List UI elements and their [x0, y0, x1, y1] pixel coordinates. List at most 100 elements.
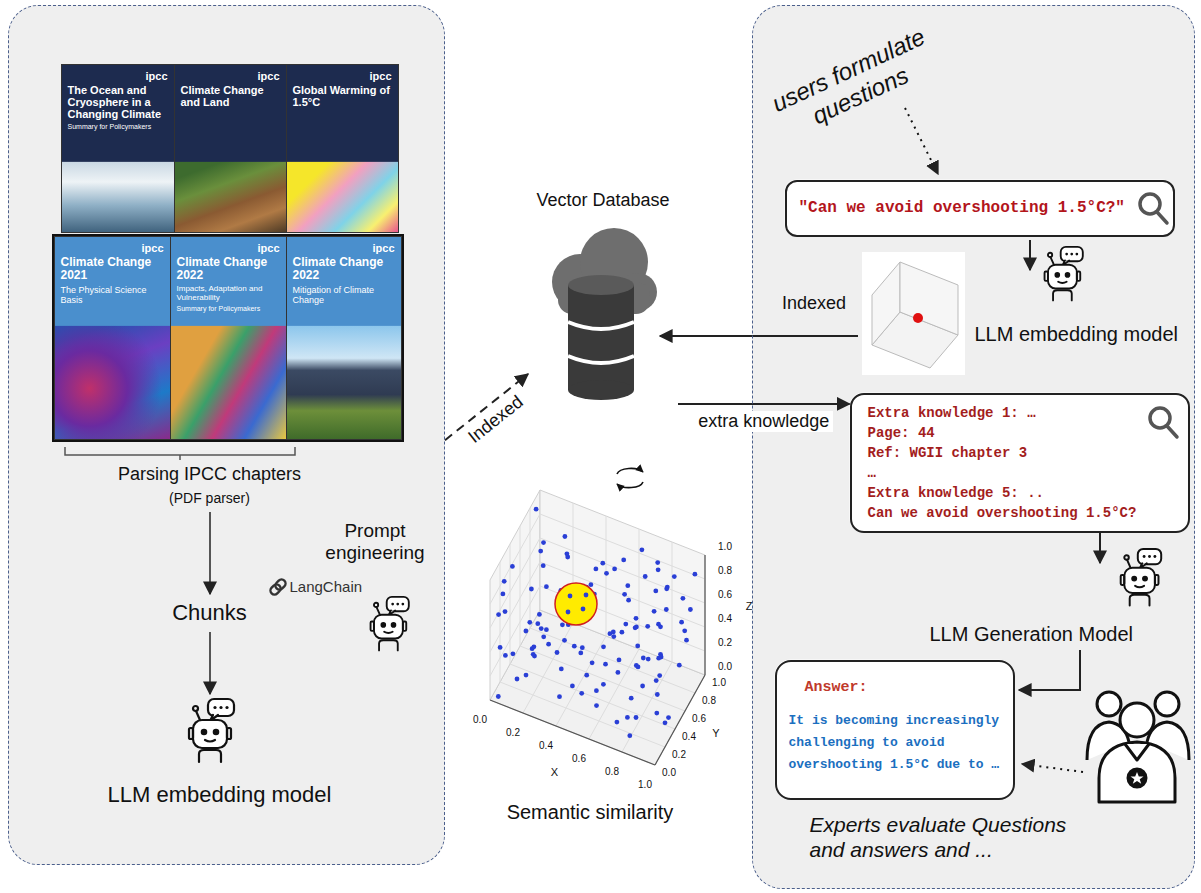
rotate-icon-part	[617, 482, 643, 488]
data-point	[655, 692, 660, 697]
data-point	[666, 715, 671, 720]
data-point	[656, 567, 661, 572]
experts-icon	[1087, 692, 1189, 802]
cover-title: The Ocean and Cryosphere in a Changing C…	[68, 84, 168, 121]
plot-grid	[500, 682, 665, 747]
data-point	[584, 673, 589, 678]
data-point	[646, 657, 651, 662]
data-point	[693, 572, 698, 577]
axis-tick: 0.0	[711, 661, 739, 673]
plot-grid	[672, 542, 673, 662]
dotted-arrow	[905, 108, 938, 174]
axis-tick: 0.6	[685, 713, 713, 725]
data-point	[629, 696, 634, 701]
data-point	[656, 622, 661, 627]
data-point	[625, 715, 630, 720]
context-line: Page: 44	[868, 423, 1148, 443]
data-point	[578, 651, 583, 656]
axis-tick: 0.8	[711, 565, 739, 577]
data-point	[604, 571, 609, 576]
plot-grid	[606, 516, 607, 636]
cover-title: Global Warming of 1.5°C	[293, 84, 392, 109]
database-icon-part	[568, 275, 634, 295]
data-point	[546, 642, 551, 647]
data-point	[565, 555, 570, 560]
cover-logo: ipcc	[181, 70, 280, 82]
data-point	[641, 656, 646, 661]
plot-pane	[540, 490, 705, 675]
data-point	[640, 547, 645, 552]
data-point	[559, 667, 564, 672]
plot-grid	[540, 514, 705, 579]
data-point	[581, 607, 586, 612]
data-point	[622, 592, 627, 597]
index-arrow	[660, 335, 858, 337]
axis-tick: 0.2	[665, 749, 693, 761]
plot-grid	[490, 700, 655, 765]
robot-icon	[1045, 247, 1083, 301]
box-ground	[850, 393, 1190, 533]
plot-grid	[622, 662, 672, 752]
search-icon-part	[1167, 426, 1177, 437]
data-point	[589, 582, 594, 587]
data-point	[501, 592, 506, 597]
expert-note: Experts evaluate Questions and answers a…	[810, 812, 1100, 862]
data-point	[541, 634, 546, 639]
data-point	[580, 645, 585, 650]
data-point	[566, 610, 571, 615]
data-point	[654, 678, 659, 683]
query-box: "Can we avoid overshooting 1.5°C?"	[785, 180, 1175, 237]
rotate-icon-part	[617, 468, 643, 474]
data-point	[503, 653, 508, 658]
robot-icon	[1121, 549, 1162, 606]
query-panel: users formulate questionsLLM embedding m…	[752, 5, 1195, 889]
plot-grid	[639, 529, 640, 649]
cover-logo: ipcc	[293, 242, 395, 254]
database-icon-part	[568, 285, 634, 390]
context-line: Extra knowledge 5: ..	[868, 483, 1148, 503]
data-point	[627, 733, 632, 738]
data-point	[539, 626, 544, 631]
data-point	[679, 620, 684, 625]
axis-tick: 0.4	[675, 731, 703, 743]
cover-title: Climate Change 2021	[61, 256, 164, 283]
axis-tick: 0.2	[711, 637, 739, 649]
data-point	[615, 720, 620, 725]
data-point	[620, 630, 625, 635]
query-plot-part	[862, 252, 965, 375]
data-point	[594, 688, 599, 693]
robot-icon	[189, 699, 234, 762]
axis-tick: 0.4	[711, 613, 739, 625]
data-point	[584, 593, 589, 598]
step-label: Parsing IPCC chapters	[95, 464, 325, 486]
search-icon-part	[1157, 212, 1167, 223]
report-cover: ipccClimate Change 2022Mitigation of Cli…	[287, 237, 401, 439]
arrow-label: Indexed	[782, 293, 846, 315]
figure-caption: Semantic similarity	[490, 800, 690, 824]
plot-grid	[540, 562, 705, 627]
search-icon	[1150, 408, 1177, 437]
plot-grid	[704, 555, 705, 675]
data-point	[625, 583, 630, 588]
axis-tick: 1.0	[631, 779, 659, 791]
data-point	[498, 645, 503, 650]
data-point	[496, 612, 501, 617]
vector-database: Vector Database	[528, 190, 678, 420]
cover-subtitle: The Physical Science Basis	[61, 285, 164, 305]
step-label: Chunks	[150, 600, 270, 626]
data-point	[601, 682, 606, 687]
context-line: Ref: WGII chapter 3	[868, 443, 1148, 463]
edge-label: extra knowledge	[694, 411, 833, 433]
plot-grid	[530, 628, 695, 693]
data-point	[524, 629, 529, 634]
cover-title: Climate Change 2022	[293, 256, 395, 283]
data-point	[496, 694, 501, 699]
data-point	[664, 607, 669, 612]
axis-tick: 0.0	[466, 714, 494, 726]
experts-icon-part	[1125, 744, 1149, 760]
data-point	[503, 609, 508, 614]
data-point	[572, 644, 577, 649]
axis-tick: 0.2	[499, 727, 527, 739]
data-point	[535, 621, 540, 626]
